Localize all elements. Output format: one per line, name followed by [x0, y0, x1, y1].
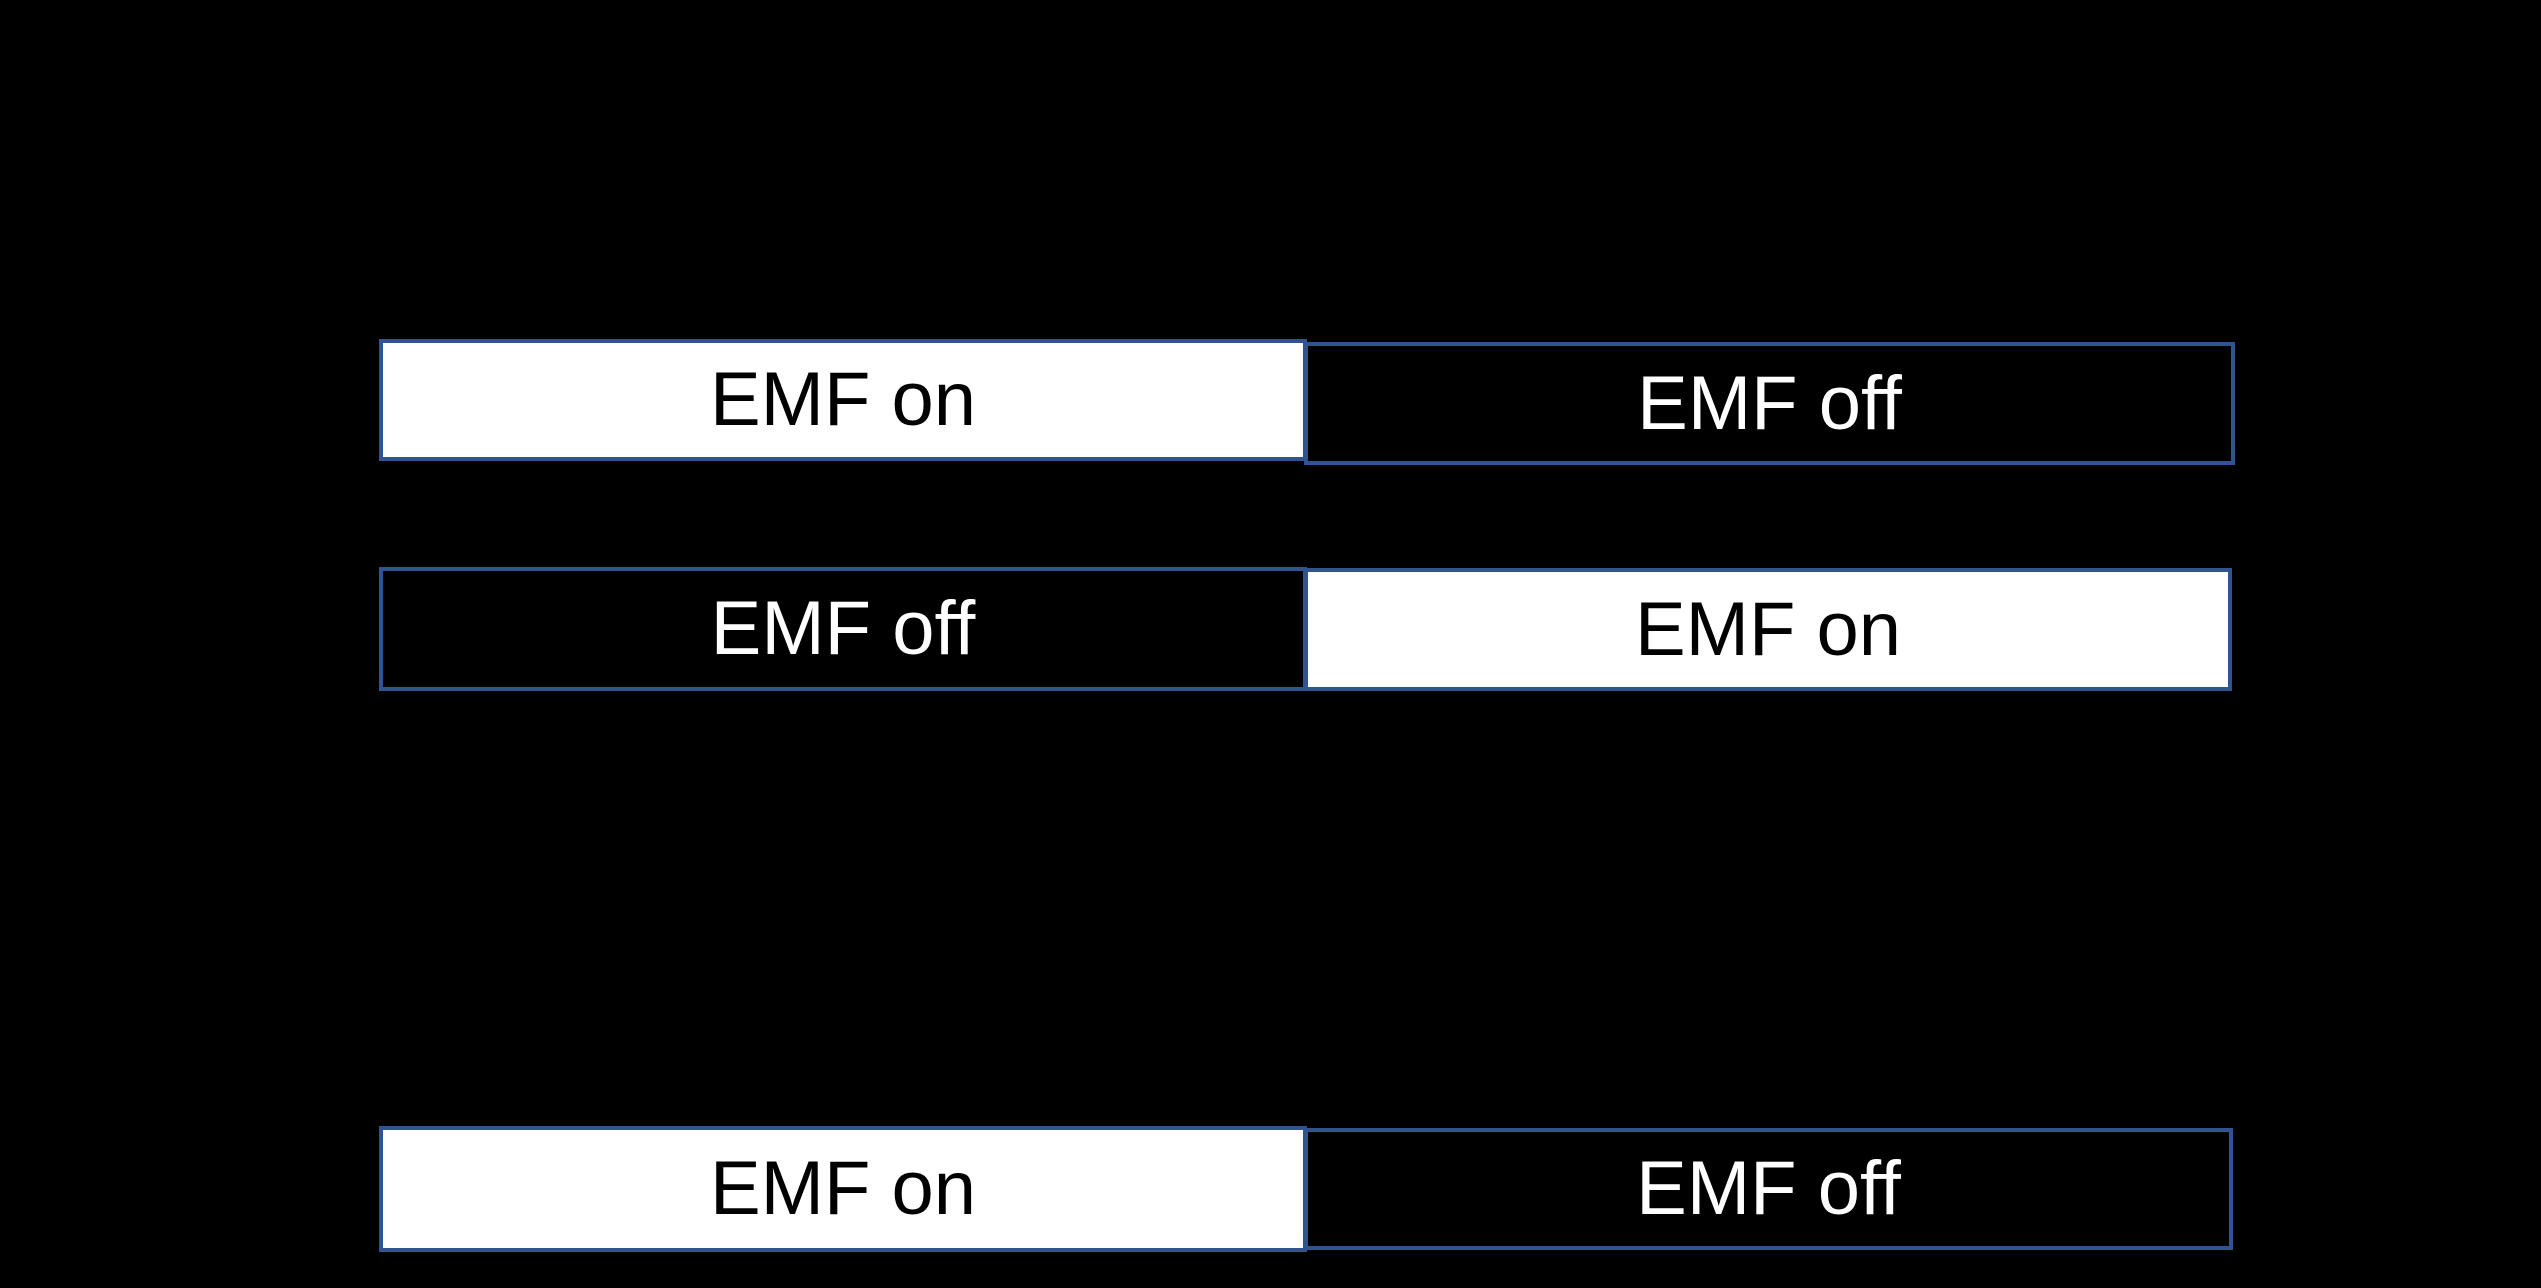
- row2-segment-emf-on: EMF on: [1304, 568, 2232, 691]
- segment-label: EMF off: [1637, 360, 1902, 446]
- row1-segment-emf-on: EMF on: [379, 339, 1307, 461]
- row3-segment-emf-off: EMF off: [1304, 1128, 2233, 1250]
- row1-segment-emf-off: EMF off: [1304, 342, 2235, 465]
- segment-label: EMF off: [710, 586, 976, 671]
- segment-label: EMF on: [1634, 586, 1902, 672]
- segment-label: EMF off: [1636, 1146, 1901, 1231]
- segment-label: EMF on: [709, 1146, 977, 1231]
- segment-label: EMF on: [709, 357, 977, 442]
- row3-segment-emf-on: EMF on: [379, 1126, 1307, 1252]
- row2-segment-emf-off: EMF off: [379, 567, 1307, 691]
